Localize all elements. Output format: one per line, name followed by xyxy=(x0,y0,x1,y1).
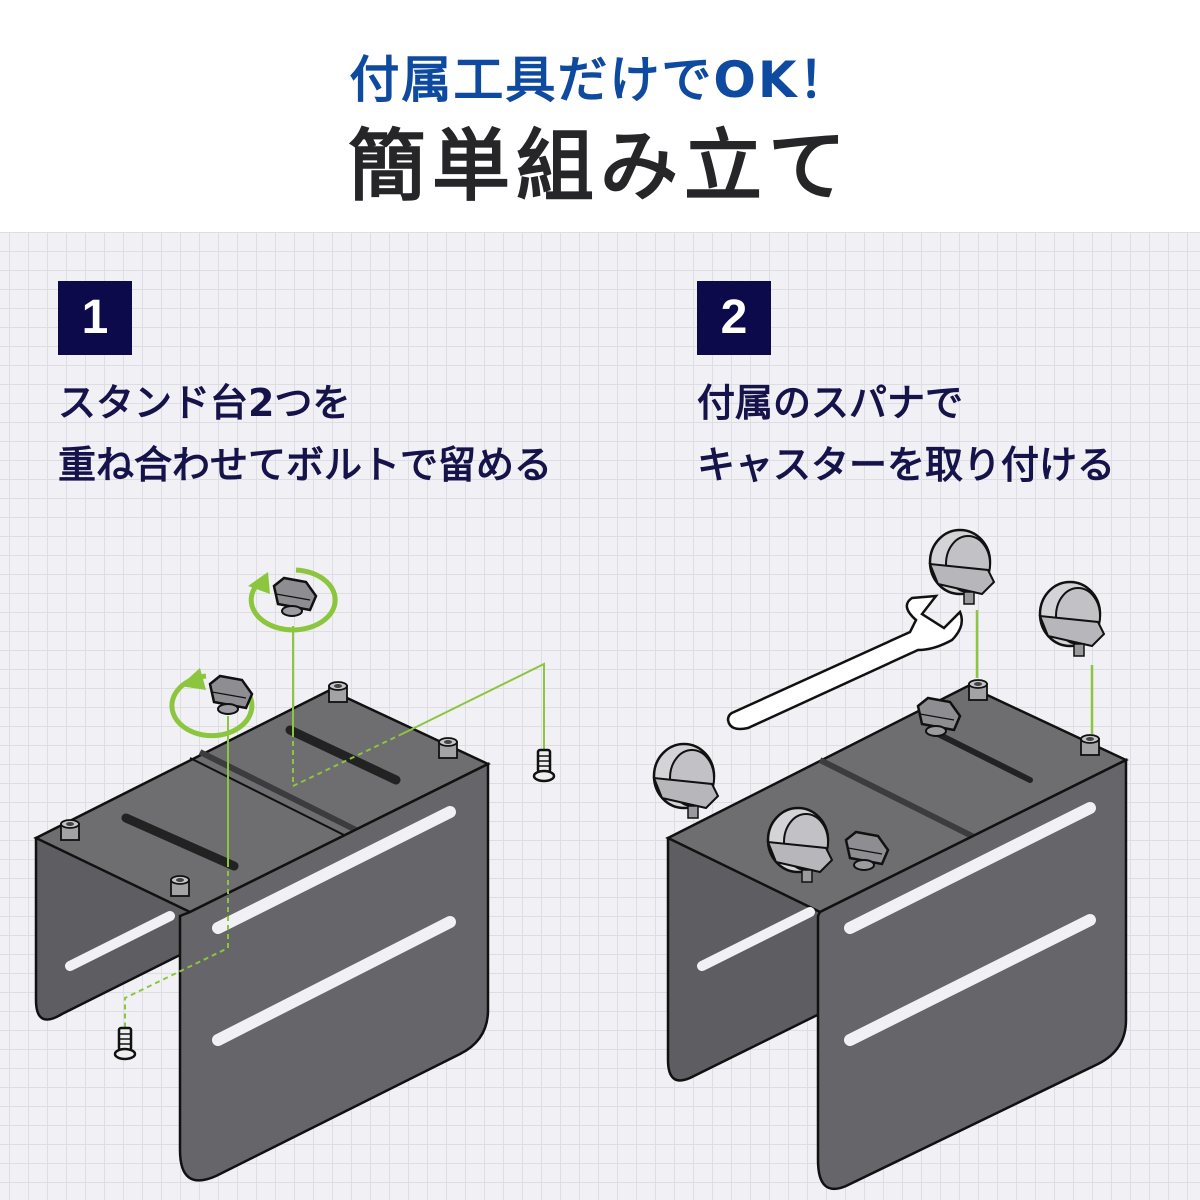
rear-slot xyxy=(697,907,815,971)
stand-front-plate xyxy=(178,761,490,1182)
rotation-arrow-icon xyxy=(248,567,338,633)
post-icon xyxy=(60,819,80,841)
post-icon xyxy=(438,737,458,759)
rotation-arrow-icon xyxy=(169,668,255,739)
seam-gap xyxy=(198,749,362,835)
header: 付属工具だけでOK！ 簡単組み立て xyxy=(0,0,1200,232)
front-slot-lower xyxy=(844,914,1096,1046)
front-slot-lower xyxy=(212,916,456,1046)
step-1-illustration xyxy=(33,567,556,1182)
bolt-icon xyxy=(532,748,556,783)
step-1-line-2: 重ね合わせてボルトで留める xyxy=(58,443,553,487)
top-slot-front xyxy=(121,813,239,871)
front-slot-upper xyxy=(212,806,456,934)
page-title: 簡単組み立て xyxy=(347,122,852,212)
step-2-badge: 2 xyxy=(697,281,771,355)
front-slot-upper xyxy=(844,802,1096,934)
post-icon xyxy=(170,875,190,897)
step-2-line-2: キャスターを取り付ける xyxy=(697,443,1116,487)
post-icon xyxy=(328,681,348,703)
top-slot-rear xyxy=(927,727,1033,783)
step-2-line-1: 付属のスパナで xyxy=(697,381,964,425)
post-icon xyxy=(968,679,988,701)
subtitle: 付属工具だけでOK！ xyxy=(349,51,851,109)
step-1-line-1: スタンド台2つを xyxy=(58,381,351,425)
top-slot-rear xyxy=(285,725,401,785)
guide-line-dashed xyxy=(124,862,229,1030)
guide-line xyxy=(399,662,545,752)
step-2-illustration xyxy=(652,528,1129,1191)
wrench-icon xyxy=(726,594,963,731)
bolt-icon xyxy=(113,1026,137,1061)
step-1-badge: 1 xyxy=(58,281,132,355)
seam-gap xyxy=(818,757,982,843)
post-icon xyxy=(1080,734,1100,756)
thumb-screw-icon xyxy=(208,674,254,716)
thumb-screw-icon xyxy=(272,576,318,618)
rear-slot xyxy=(65,911,175,971)
caster-icon xyxy=(928,528,996,606)
seam-line xyxy=(189,757,351,839)
guide-line-dashed xyxy=(292,732,401,788)
caster-icon xyxy=(652,742,720,820)
caster-icon xyxy=(1038,580,1106,658)
